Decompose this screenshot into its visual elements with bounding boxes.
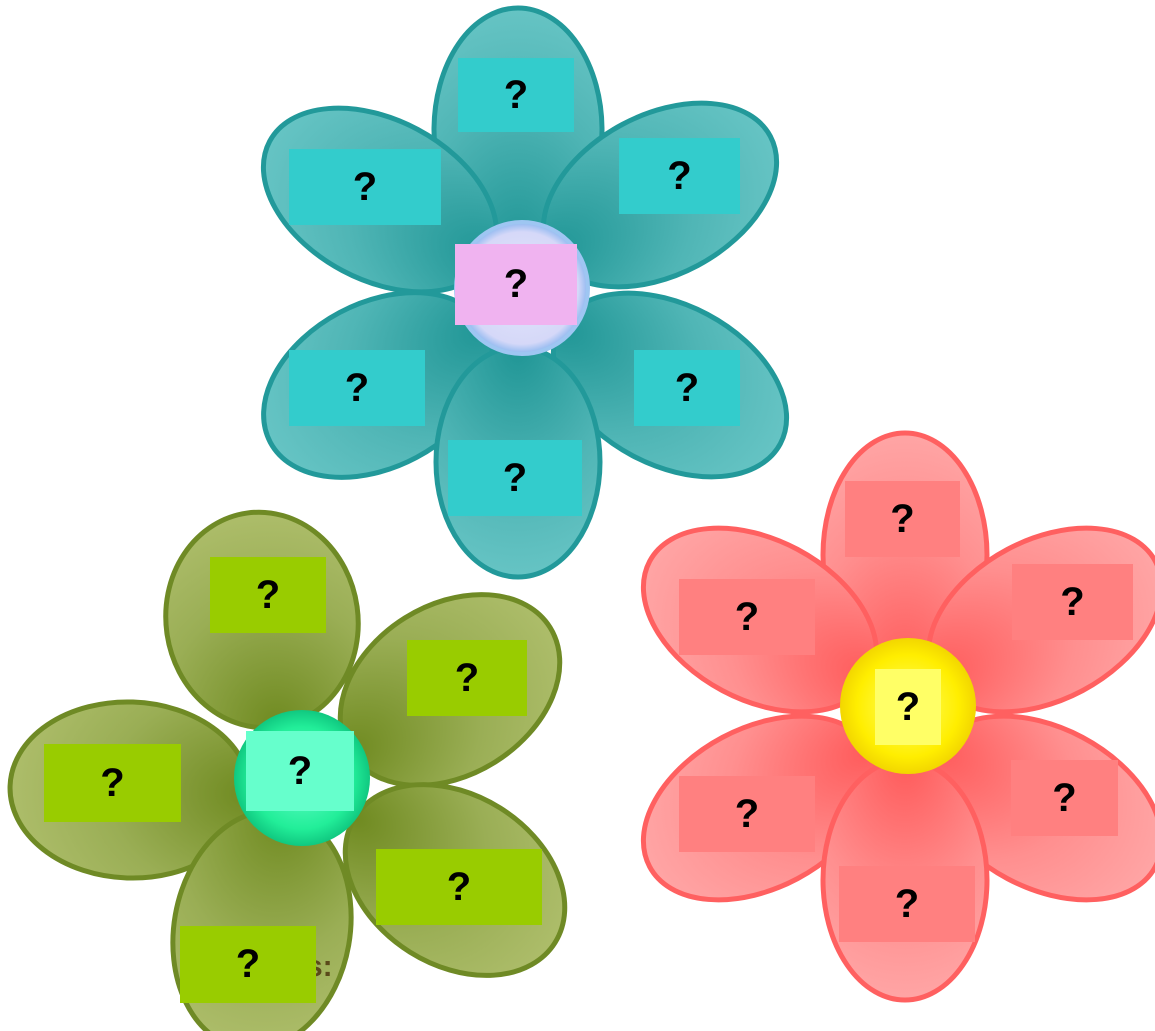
red-petal-bottom-box[interactable]: ? xyxy=(839,866,975,942)
green-petal-left-box[interactable]: ? xyxy=(44,744,181,822)
red-petal-top-box[interactable]: ? xyxy=(845,481,960,557)
green-petal-top-box[interactable]: ? xyxy=(210,557,326,633)
teal-petal-upper-left-box[interactable]: ? xyxy=(289,149,441,225)
red-petal-lower-right-box[interactable]: ? xyxy=(1011,760,1118,836)
green-petal-right-box[interactable]: ? xyxy=(407,640,527,716)
red-petal-upper-right-box[interactable]: ? xyxy=(1012,564,1133,640)
green-petal-lower-right-box[interactable]: ? xyxy=(376,849,542,925)
red-petal-lower-left-box[interactable]: ? xyxy=(679,776,815,852)
teal-petal-bottom-box[interactable]: ? xyxy=(448,440,582,516)
green-petal-bottom-box[interactable]: ? xyxy=(180,926,316,1003)
teal-center-box[interactable]: ? xyxy=(455,244,577,325)
teal-petal-lower-right-box[interactable]: ? xyxy=(634,350,740,426)
teal-petal-top-box[interactable]: ? xyxy=(458,58,574,132)
green-center-box[interactable]: ? xyxy=(246,731,354,811)
red-petal-upper-left-box[interactable]: ? xyxy=(679,579,815,655)
teal-petal-upper-right-box[interactable]: ? xyxy=(619,138,740,214)
teal-petal-lower-left-box[interactable]: ? xyxy=(289,350,425,426)
red-center-box[interactable]: ? xyxy=(875,669,941,745)
